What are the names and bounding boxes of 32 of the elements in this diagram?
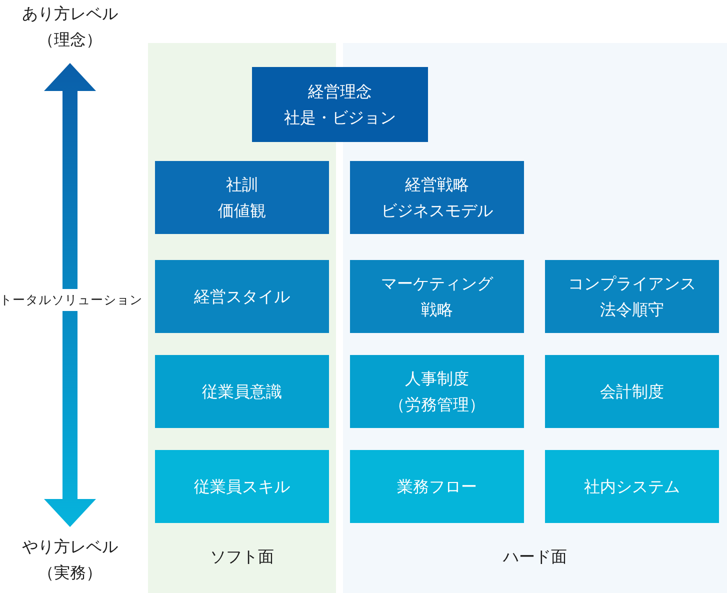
box-label: 会計制度 [600,380,664,402]
category-box [155,450,329,523]
box-label: 人事制度（労務管理） [388,368,486,416]
box-label: 法令順守 [600,298,664,320]
box-label: 経営理念 [308,80,372,102]
box-label: ビジネスモデル [381,200,493,222]
box-label: 従業員スキル [194,476,290,498]
category-box [350,161,524,234]
box-label: 経営戦略 [405,174,469,196]
box-label: 価値観 [218,200,266,222]
level-label: あり方レベル（理念） [20,3,119,51]
category-box [545,355,719,428]
category-box [545,450,719,523]
category-box [350,260,524,333]
box-label: 業務フロー [397,476,477,498]
box-label: 社訓 [226,174,258,196]
column-label: ソフト面 [210,546,274,568]
box-label: 社是・ビジョン [284,106,396,128]
box-label: コンプライアンス [568,272,696,294]
box-label: 従業員意識 [202,380,282,402]
category-box [155,355,329,428]
level-label: やり方レベル（実務） [20,536,119,584]
category-box [350,355,524,428]
category-box [155,260,329,333]
box-label: 社内システム [584,476,680,498]
box-label: 経営スタイル [194,286,290,308]
category-box [350,450,524,523]
category-box [155,161,329,234]
category-box [545,260,719,333]
category-box [252,67,428,142]
column-label: ハード面 [503,546,567,568]
box-label: マーケティング戦略 [380,272,494,320]
